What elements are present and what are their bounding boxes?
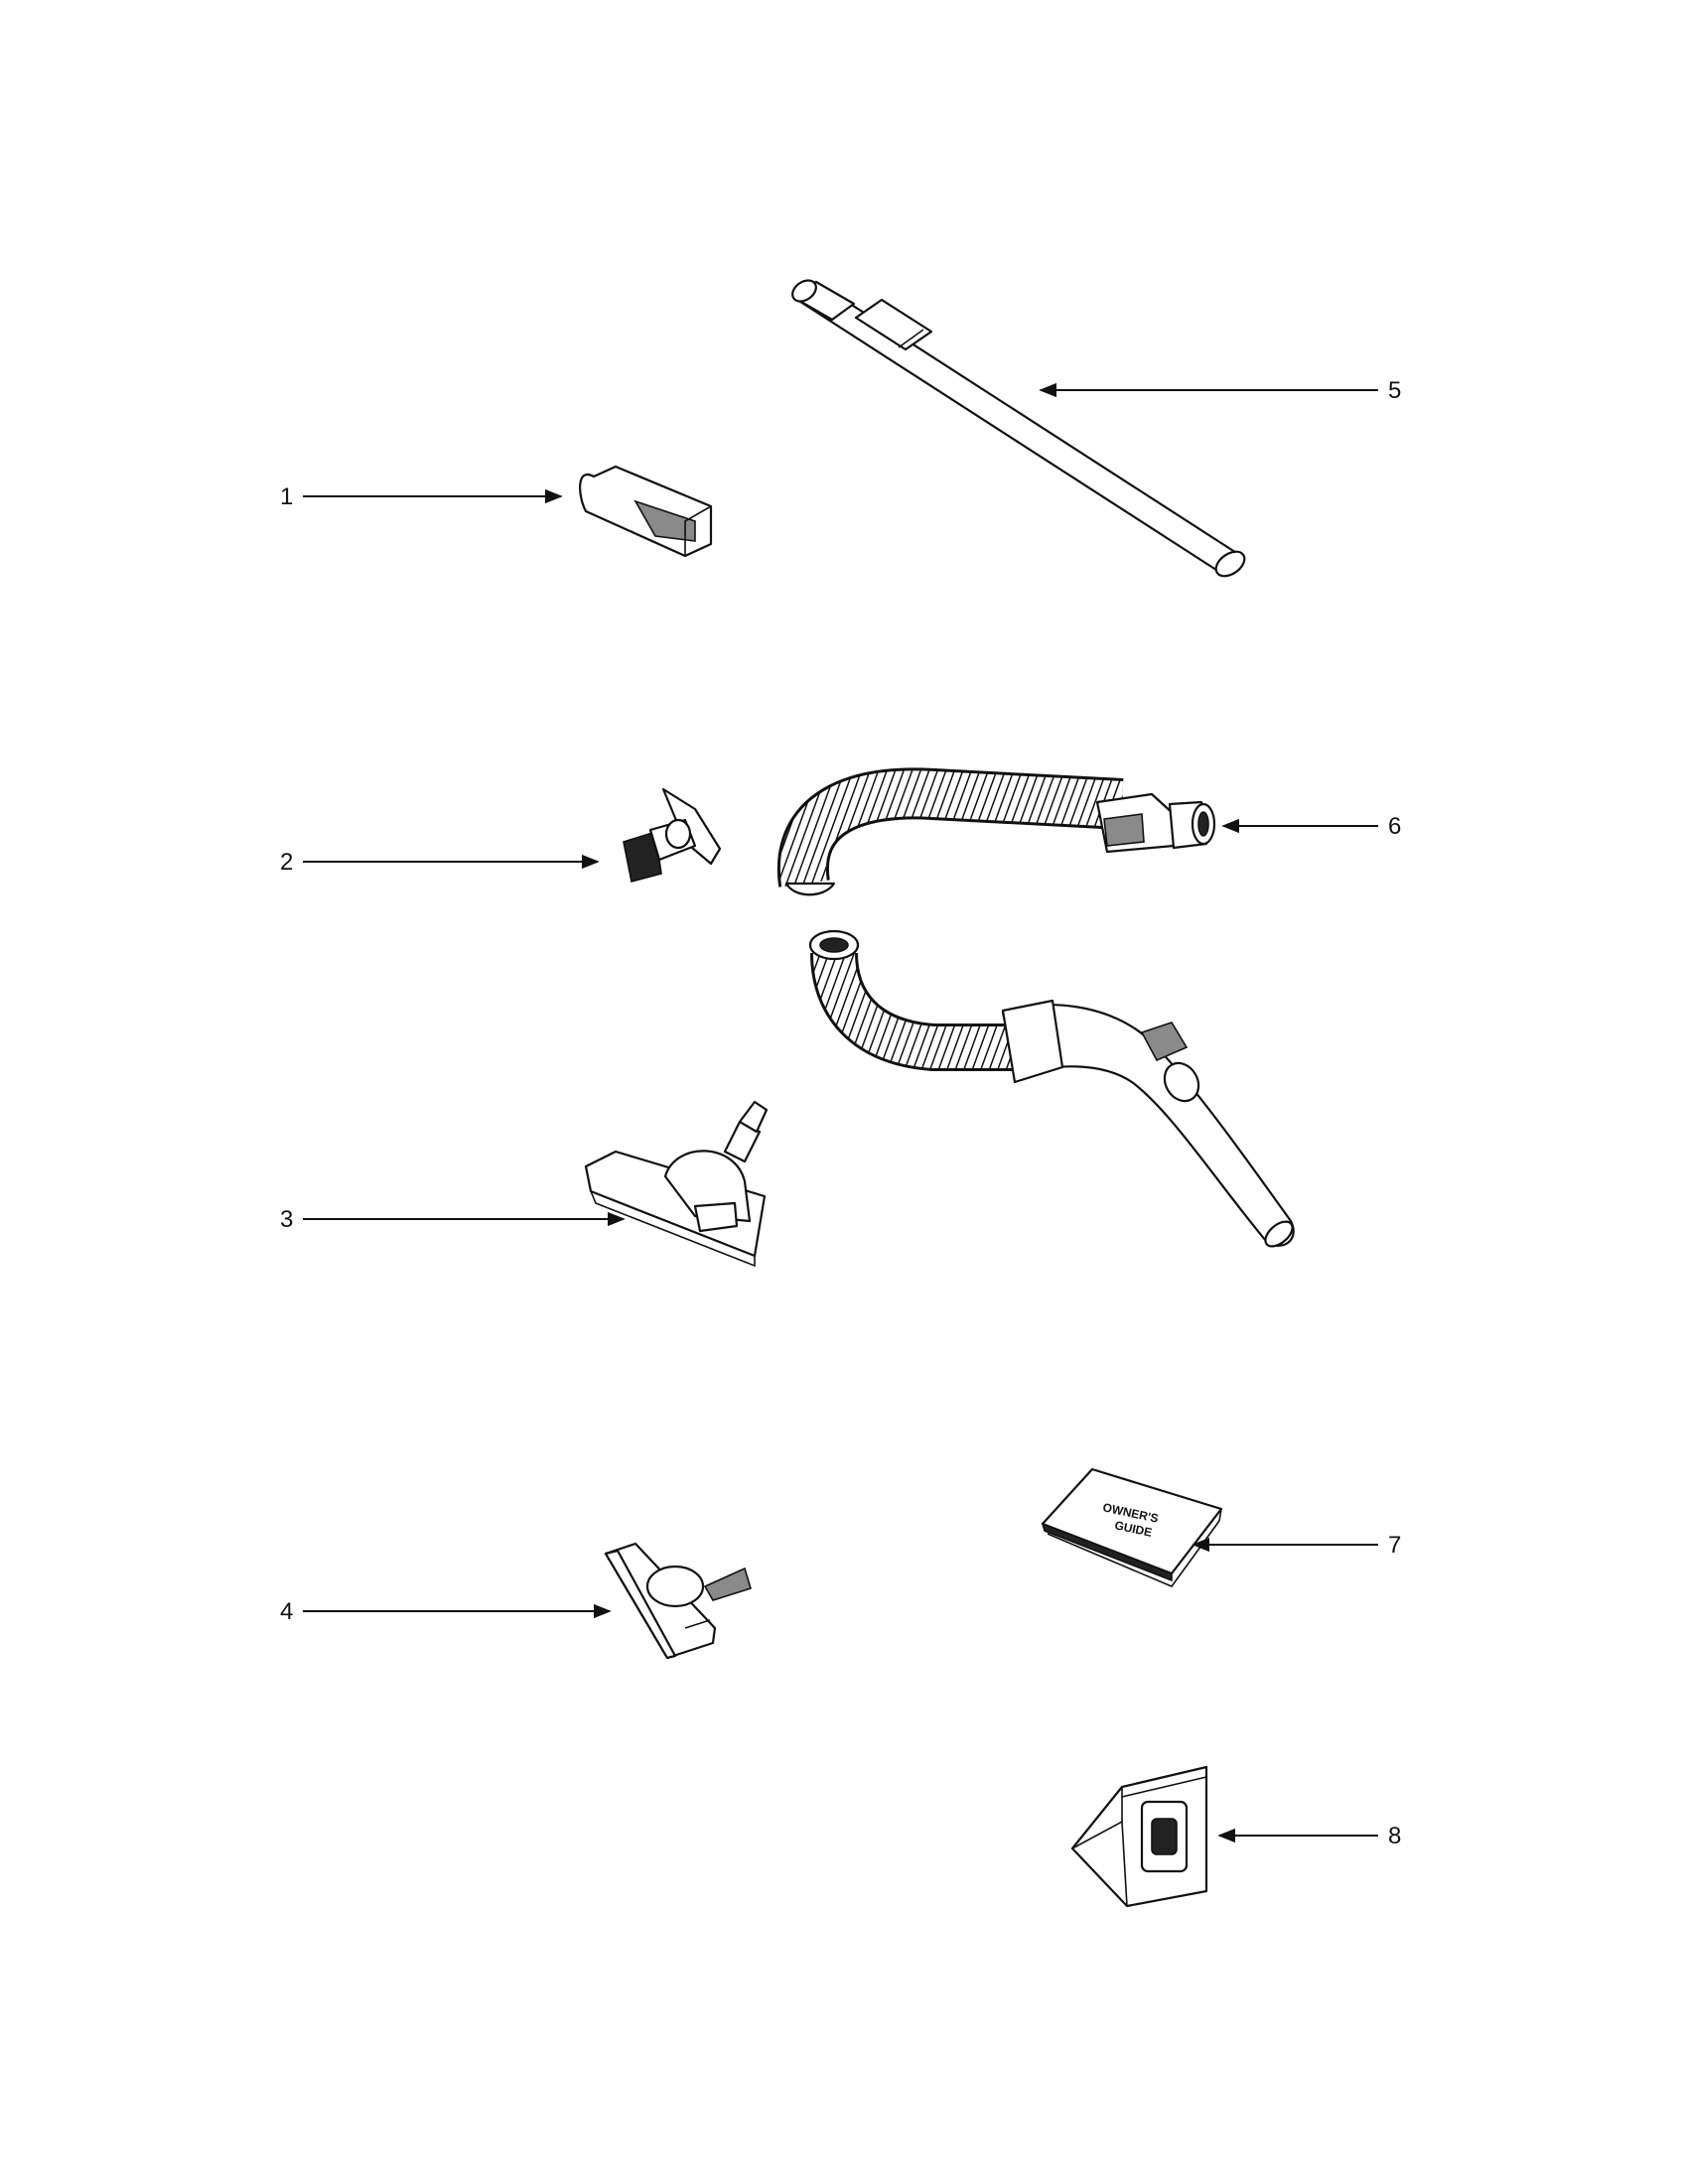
- callout-3: 3: [280, 1206, 626, 1233]
- callout-number-2: 2: [280, 849, 293, 876]
- extension-wand: [791, 279, 1246, 578]
- dust-bag: [1070, 1765, 1208, 1908]
- callout-number-5: 5: [1388, 377, 1401, 404]
- hose-upper: [776, 767, 1216, 896]
- callout-number-1: 1: [280, 483, 293, 510]
- crevice-nozzle: [579, 465, 713, 558]
- callout-number-7: 7: [1388, 1532, 1401, 1559]
- callout-number-4: 4: [280, 1598, 293, 1625]
- upholstery-nozzle: [604, 1542, 752, 1660]
- callout-1: 1: [280, 483, 563, 510]
- callout-5: 5: [1039, 377, 1401, 404]
- callout-8: 8: [1217, 1823, 1401, 1849]
- callout-2: 2: [280, 849, 600, 876]
- callout-7: 7: [1192, 1532, 1401, 1559]
- callout-4: 4: [280, 1598, 612, 1625]
- callout-6: 6: [1221, 813, 1401, 840]
- callout-number-8: 8: [1388, 1823, 1401, 1849]
- callout-number-6: 6: [1388, 813, 1401, 840]
- floor-tool: [584, 1100, 769, 1268]
- dusting-brush: [623, 787, 722, 883]
- owners-guide-booklet: OWNER'S GUIDE: [1041, 1467, 1223, 1587]
- hose-lower-handle: [808, 929, 1295, 1248]
- callout-number-3: 3: [280, 1206, 293, 1233]
